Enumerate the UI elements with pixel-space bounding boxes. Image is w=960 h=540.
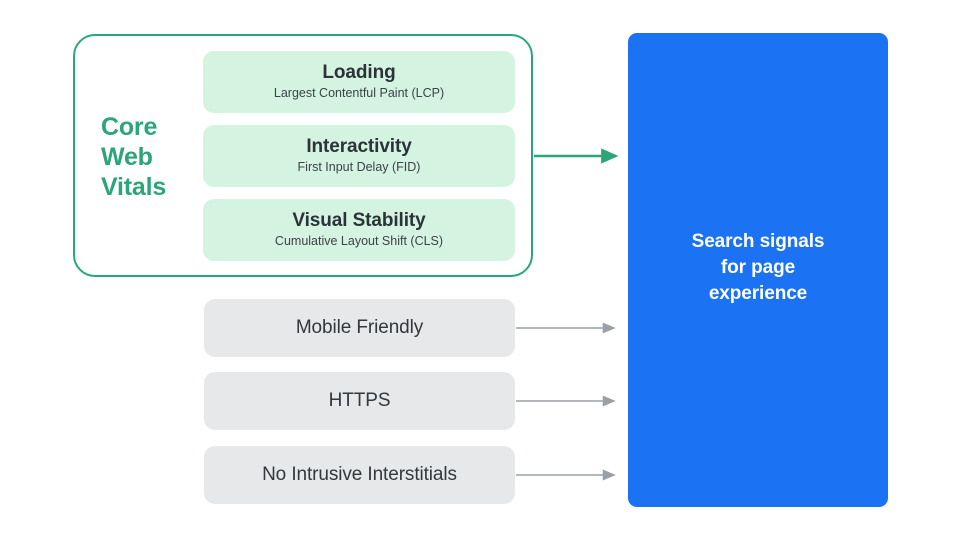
metric-subtitle: Cumulative Layout Shift (CLS) — [274, 234, 444, 248]
search-signals-line-1: Search signals — [691, 231, 825, 252]
metric-title: Visual Stability — [292, 210, 426, 231]
signal-label: Mobile Friendly — [295, 317, 424, 338]
metric-card-visual-stability[interactable]: Visual Stability Cumulative Layout Shift… — [203, 199, 515, 261]
core-web-vitals-label-line-2: Web — [101, 143, 153, 171]
core-web-vitals-label-line-1: Core — [101, 113, 158, 141]
no-intrusive-interstitials-card[interactable]: No Intrusive Interstitials — [204, 446, 515, 504]
search-signals-line-2: for page — [720, 257, 796, 278]
signal-label: No Intrusive Interstitials — [262, 464, 457, 485]
mobile-friendly-card[interactable]: Mobile Friendly — [204, 299, 515, 357]
core-web-vitals-label: Core Web Vitals — [101, 112, 193, 202]
search-signals-line-3: experience — [708, 283, 808, 304]
signal-label: HTTPS — [328, 390, 391, 411]
core-web-vitals-label-line-3: Vitals — [101, 173, 167, 201]
search-signals-text: Search signals for page experience — [692, 229, 825, 311]
metric-title: Interactivity — [306, 136, 412, 157]
https-card[interactable]: HTTPS — [204, 372, 515, 430]
metric-subtitle: Largest Contentful Paint (LCP) — [273, 86, 445, 100]
metric-card-interactivity[interactable]: Interactivity First Input Delay (FID) — [203, 125, 515, 187]
metric-subtitle: First Input Delay (FID) — [297, 160, 421, 174]
search-signals-panel[interactable]: Search signals for page experience — [628, 33, 888, 507]
metric-card-loading[interactable]: Loading Largest Contentful Paint (LCP) — [203, 51, 515, 113]
metric-title: Loading — [322, 62, 396, 83]
